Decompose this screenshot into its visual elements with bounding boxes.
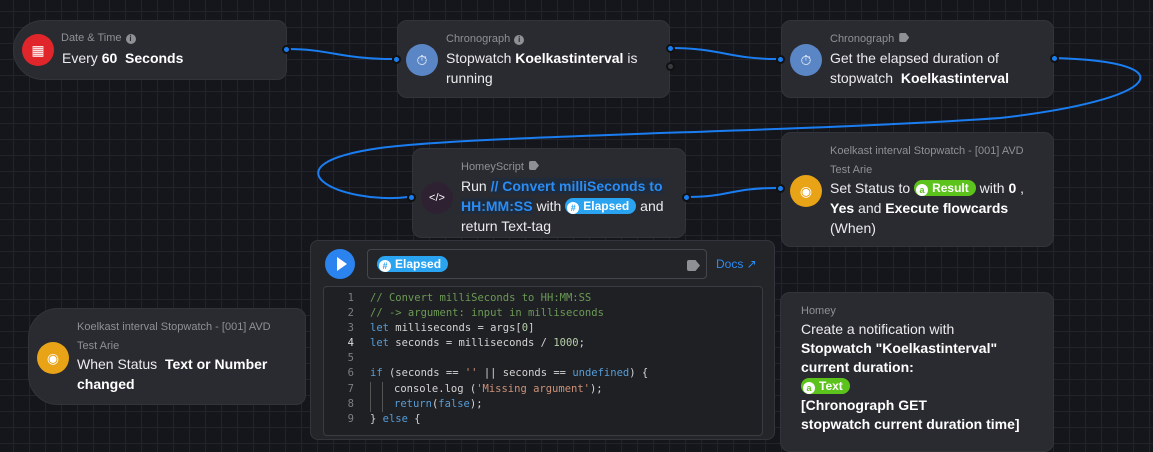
output-connector[interactable]	[682, 193, 691, 202]
docs-link[interactable]: Docs ↗	[716, 257, 757, 271]
card-text: Every 60 Seconds	[62, 50, 184, 66]
card-category: Koelkast interval Stopwatch - [001] AVD	[77, 321, 271, 333]
input-connector[interactable]	[776, 184, 785, 193]
device-icon: ◉	[37, 342, 69, 374]
trigger-card-status-changed[interactable]: ◉ Koelkast interval Stopwatch - [001] AV…	[28, 308, 306, 405]
input-connector[interactable]	[407, 193, 416, 202]
code-icon: </>	[421, 182, 453, 214]
info-icon[interactable]: i	[125, 34, 136, 44]
card-category: Koelkast interval Stopwatch - [001] AVD	[830, 145, 1024, 157]
homeyscript-editor-popup: #Elapsed Docs ↗ 1// Convert milliSeconds…	[310, 240, 775, 440]
tag-icon[interactable]	[899, 33, 910, 42]
input-connector[interactable]	[392, 55, 401, 64]
card-text: Run // Convert milliSeconds to HH:MM:SS …	[461, 178, 664, 234]
code-editor[interactable]: 1// Convert milliSeconds to HH:MM:SS 2//…	[323, 286, 763, 436]
wire	[686, 187, 778, 198]
stopwatch-icon: ⏱	[790, 44, 822, 76]
false-output-connector[interactable]	[666, 62, 675, 71]
code-line: 9} else {	[347, 412, 421, 425]
card-text: Get the elapsed duration of stopwatch Ko…	[830, 50, 1009, 86]
tag-icon[interactable]	[687, 260, 700, 271]
output-connector[interactable]	[282, 45, 291, 54]
input-connector[interactable]	[776, 55, 785, 64]
device-name: Test Arie	[77, 340, 120, 352]
info-icon[interactable]: i	[514, 35, 525, 45]
card-category: Homey	[801, 305, 836, 317]
true-output-connector[interactable]	[666, 44, 675, 53]
wire	[317, 57, 1142, 199]
flow-connections	[286, 47, 1142, 199]
calendar-clock-icon: ▦	[22, 34, 54, 66]
action-card-set-status[interactable]: ◉ Koelkast interval Stopwatch - [001] AV…	[781, 132, 1054, 247]
wire	[670, 47, 778, 60]
elapsed-tag[interactable]: #Elapsed	[377, 256, 449, 272]
device-icon: ◉	[790, 175, 822, 207]
card-text: Stopwatch Koelkastinterval is running	[446, 50, 638, 86]
code-line: 2// -> argument: input in milliseconds	[347, 307, 604, 320]
stopwatch-icon: ⏱	[406, 44, 438, 76]
wire	[286, 48, 393, 60]
output-connector[interactable]	[1050, 54, 1059, 63]
action-card-get-elapsed[interactable]: ⏱ Chronograph Get the elapsed duration o…	[781, 20, 1054, 98]
device-name: Test Arie	[830, 164, 873, 176]
argument-input[interactable]: #Elapsed	[367, 249, 707, 279]
card-category: Chronograph	[830, 33, 910, 45]
tag-icon[interactable]	[528, 161, 539, 170]
card-category: HomeyScript	[461, 161, 539, 173]
run-script-button[interactable]	[325, 249, 355, 279]
card-text: When Status Text or Number changed	[77, 356, 268, 392]
action-card-homeyscript[interactable]: </> HomeyScript Run // Convert milliSeco…	[412, 148, 686, 238]
code-line: 5	[347, 352, 354, 365]
elapsed-tag: #Elapsed	[565, 198, 637, 214]
code-line: 1// Convert milliSeconds to HH:MM:SS	[347, 292, 592, 304]
